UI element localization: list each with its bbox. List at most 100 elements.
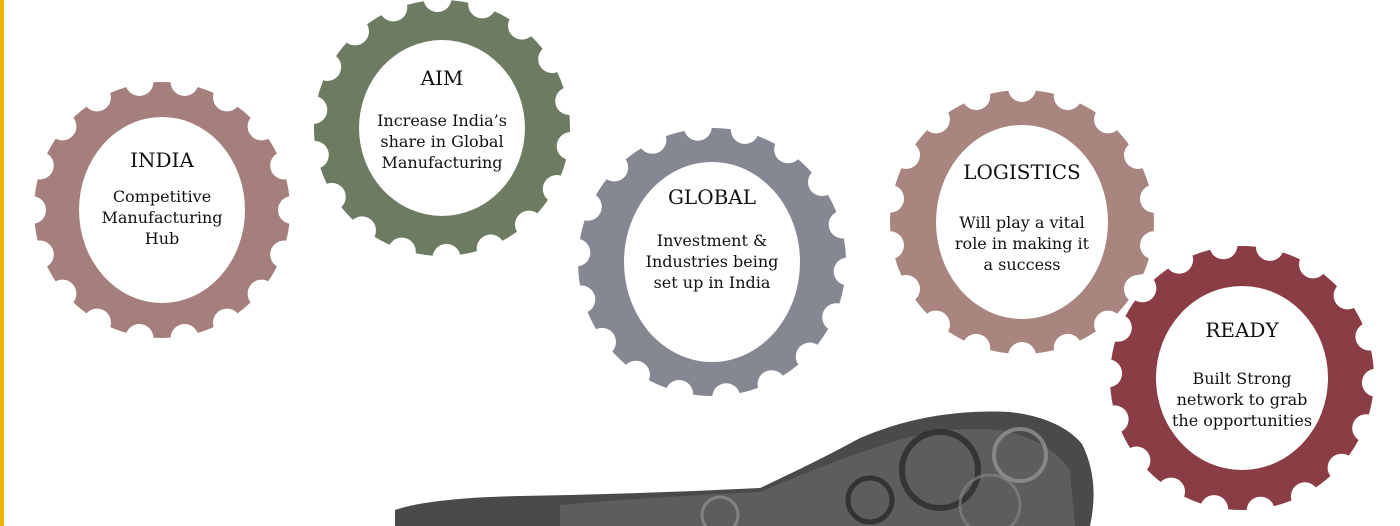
gear-notch xyxy=(1157,477,1185,506)
gear-notch xyxy=(468,0,497,19)
gear-notch xyxy=(270,240,299,269)
gear-notch xyxy=(730,116,759,144)
gears-photo xyxy=(395,411,1094,526)
gear-notch xyxy=(170,324,199,352)
gear-notch xyxy=(1255,232,1284,261)
gear-notch xyxy=(25,240,54,269)
gear-notch xyxy=(962,333,991,362)
gear-global-line-2: Industries being xyxy=(645,252,779,271)
gear-notch xyxy=(621,360,650,389)
gear-notch xyxy=(125,324,154,352)
gear-notch xyxy=(795,342,824,371)
gear-shape-logistics xyxy=(876,74,1168,370)
gear-notch xyxy=(556,132,585,161)
gear-notch xyxy=(247,279,276,308)
gear-notch xyxy=(1124,141,1152,169)
gear-notch xyxy=(247,112,276,141)
gear-notch xyxy=(876,184,904,213)
gear-notch xyxy=(278,196,306,224)
gear-notch xyxy=(313,53,342,81)
gear-notch xyxy=(573,192,602,221)
gear-notch xyxy=(562,238,591,267)
gear-notch xyxy=(1094,359,1123,388)
gear-notch xyxy=(18,196,46,224)
gear-shape-global xyxy=(562,112,862,412)
gear-notch xyxy=(774,135,803,164)
gear-notch xyxy=(300,141,329,169)
gear-notch xyxy=(1200,495,1229,524)
gear-logistics-line-3: a success xyxy=(983,255,1061,274)
gear-notch xyxy=(299,95,328,124)
gear-notch xyxy=(1299,250,1327,279)
gear-notch xyxy=(170,68,199,96)
gear-notch xyxy=(757,370,786,399)
gear-notch xyxy=(432,243,461,272)
gear-notch xyxy=(1122,446,1151,475)
gear-ready-line-1: Built Strong xyxy=(1192,369,1292,388)
gear-notch xyxy=(213,83,241,112)
gear-notch xyxy=(538,45,567,74)
gear-aim-line-1: Increase India’s xyxy=(377,111,507,130)
gear-notch xyxy=(665,380,694,408)
gear-notch xyxy=(1103,313,1132,342)
gear-shape-india xyxy=(18,68,306,352)
gear-notch xyxy=(588,327,616,356)
gear-notch xyxy=(508,11,536,40)
gear-notch xyxy=(828,210,857,239)
gear-aim-line-2: share in Global xyxy=(380,132,504,151)
gear-notch xyxy=(1165,245,1194,274)
gear-center xyxy=(359,40,525,216)
gear-notch xyxy=(25,151,54,180)
gear-notch xyxy=(515,210,543,239)
gear-notch xyxy=(1333,281,1362,310)
gear-shape-aim xyxy=(299,0,585,272)
gear-center xyxy=(79,117,245,303)
gear-ready: READY Built Strong network to grab the o… xyxy=(1157,318,1327,431)
gear-aim-line-3: Manufacturing xyxy=(381,153,503,172)
gear-notch xyxy=(962,82,991,111)
gear-notch xyxy=(1290,482,1319,511)
gear-notch xyxy=(1008,342,1036,370)
gear-notch xyxy=(48,112,77,141)
gear-notch xyxy=(542,175,571,203)
gear-logistics-line-1: Will play a vital xyxy=(959,213,1085,232)
gear-india-title: INDIA xyxy=(130,148,194,172)
gear-notch xyxy=(1355,322,1384,351)
gear-india-line-2: Manufacturing xyxy=(101,208,223,227)
gear-notch xyxy=(1128,274,1157,303)
gear-india: INDIA Competitive Manufacturing Hub xyxy=(82,148,242,249)
gear-center xyxy=(936,125,1108,319)
gear-logistics-title: LOGISTICS xyxy=(963,160,1081,184)
gear-logistics: LOGISTICS Will play a vital role in maki… xyxy=(932,160,1112,275)
gear-global: GLOBAL Investment & Industries being set… xyxy=(632,185,792,293)
gear-center xyxy=(1156,286,1328,470)
gear-aim-title: AIM xyxy=(420,66,464,90)
gear-notch xyxy=(1209,231,1238,260)
gear-notch xyxy=(876,231,904,260)
gear-notch xyxy=(892,275,920,303)
gear-ready-title: READY xyxy=(1205,318,1279,342)
gear-notch xyxy=(341,17,369,46)
gear-notch xyxy=(921,310,950,339)
gear-ready-line-3: the opportunities xyxy=(1171,411,1313,430)
gear-notch xyxy=(83,83,111,112)
gear-notch xyxy=(83,308,111,337)
gear-notch xyxy=(712,383,741,412)
gear-notch xyxy=(638,125,667,154)
gear-global-line-3: set up in India xyxy=(653,273,771,292)
gear-global-line-1: Investment & xyxy=(656,231,768,250)
gear-india-line-1: Competitive xyxy=(112,187,212,206)
gear-notch xyxy=(423,0,452,13)
gear-india-line-3: Hub xyxy=(144,229,180,248)
gear-notch xyxy=(125,68,154,96)
gear-notch xyxy=(833,257,862,286)
gear-notch xyxy=(567,285,596,314)
gear-notch xyxy=(317,182,346,211)
gear-notch xyxy=(555,87,584,115)
gear-notch xyxy=(1246,496,1275,525)
gear-notch xyxy=(379,0,408,22)
gear-notch xyxy=(1361,368,1390,397)
gear-notch xyxy=(213,308,241,337)
